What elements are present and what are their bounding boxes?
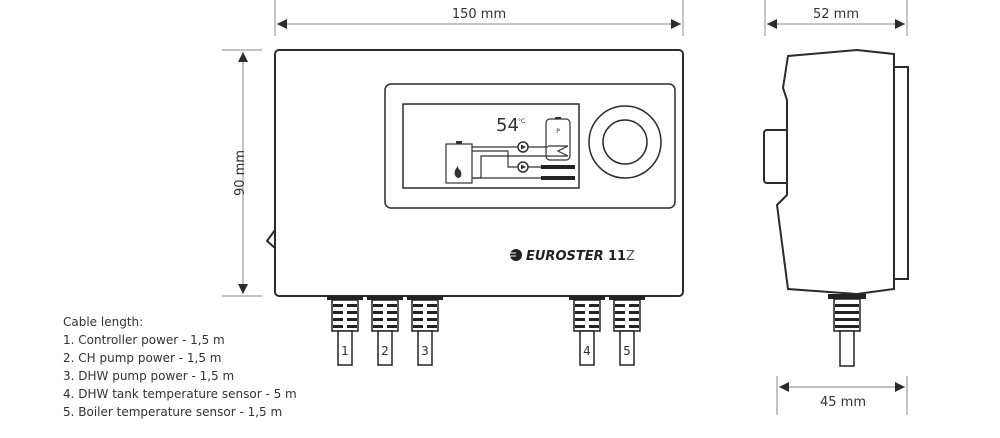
dhw-tank-icon xyxy=(545,118,571,161)
legend-item: 2. CH pump power - 1,5 m xyxy=(63,351,221,365)
side-connector xyxy=(828,294,866,367)
side-knob xyxy=(763,129,790,184)
cable-length-legend: Cable length: 1. Controller power - 1,5 … xyxy=(63,315,297,419)
pump-icon xyxy=(517,161,529,173)
legend-item: 1. Controller power - 1,5 m xyxy=(63,333,225,347)
legend-title: Cable length: xyxy=(63,315,143,329)
cable-connector-3: 3 xyxy=(407,296,443,366)
temperature-readout: 54 xyxy=(496,115,519,136)
connector-number: 5 xyxy=(623,344,631,358)
cable-connector-1: 1 xyxy=(327,296,363,366)
mounting-plate xyxy=(893,66,909,280)
cable-connectors: 1 2 3 4 5 xyxy=(327,296,645,366)
model-suffix: Z xyxy=(626,249,635,264)
cable-connector-2: 2 xyxy=(367,296,403,366)
depth-bottom-label: 45 mm xyxy=(820,395,866,410)
legend-item: 3. DHW pump power - 1,5 m xyxy=(63,369,234,383)
cable-connector-4: 4 xyxy=(569,296,605,366)
euroster-logo: EUROSTER 11 Z xyxy=(508,249,635,264)
euroster-logo-icon xyxy=(510,249,522,261)
tank-label: P xyxy=(556,128,560,135)
controller-front-view: 54 °C P xyxy=(265,49,684,297)
cable-connector-5: 5 xyxy=(609,296,645,366)
flame-icon xyxy=(454,166,462,178)
model-number: 11 xyxy=(608,249,626,264)
control-knob[interactable] xyxy=(588,105,662,179)
legend-item: 4. DHW tank temperature sensor - 5 m xyxy=(63,387,297,401)
height-label: 90 mm xyxy=(233,150,248,196)
pump-icon xyxy=(517,141,529,153)
connector-number: 1 xyxy=(341,344,349,358)
legend-item: 5. Boiler temperature sensor - 1,5 m xyxy=(63,405,282,419)
temperature-unit: °C xyxy=(518,118,525,125)
width-label: 150 mm xyxy=(452,7,506,22)
width-dimension: 150 mm xyxy=(274,0,684,36)
brand-name: EUROSTER xyxy=(526,249,604,264)
depth-top-label: 52 mm xyxy=(813,7,859,22)
connector-number: 3 xyxy=(421,344,429,358)
controller-side-view: 52 mm 45 mm xyxy=(763,0,909,415)
height-dimension: 90 mm xyxy=(222,49,262,297)
connector-number: 2 xyxy=(381,344,389,358)
connector-number: 4 xyxy=(583,344,591,358)
lcd-display: 54 °C P xyxy=(402,103,580,189)
